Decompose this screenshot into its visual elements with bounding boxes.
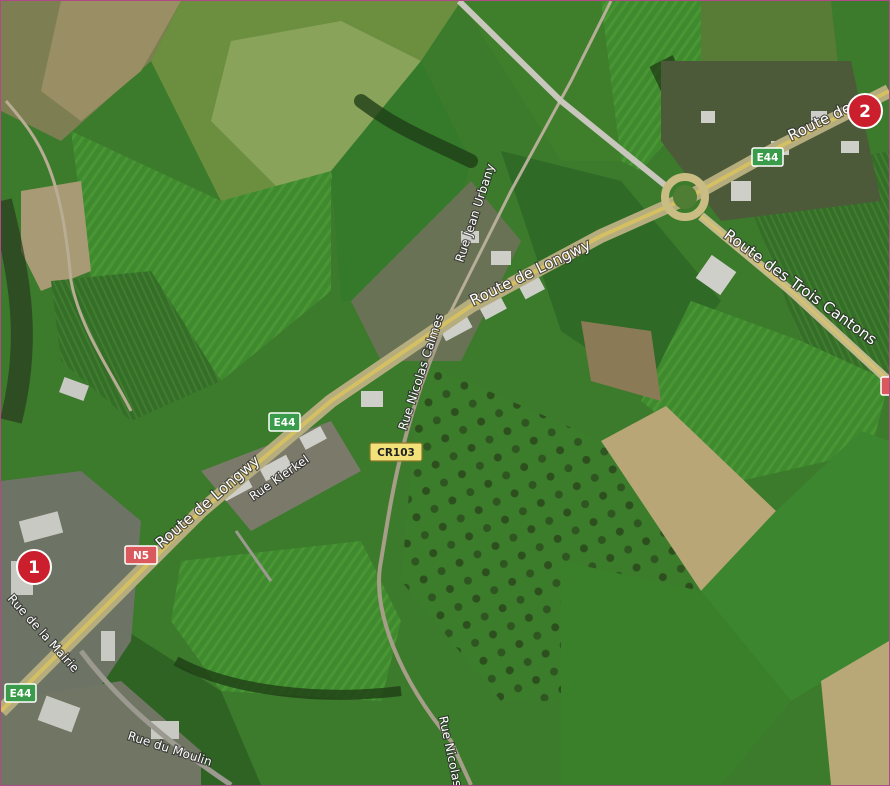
tree-line-4: [1, 198, 33, 424]
village-buildings: [11, 377, 179, 739]
field-bottom-center: [561, 561, 791, 785]
minor-road-left: [4, 100, 133, 412]
roundabout: [661, 173, 709, 221]
shield-e44-mid: E44: [268, 412, 301, 432]
housing-strip-1: [201, 421, 361, 531]
map-marker-2[interactable]: 2: [847, 93, 883, 129]
shield-e44-top: E44: [751, 147, 784, 167]
minor-road-moulin: [79, 649, 233, 785]
tree-line-1: [354, 94, 478, 168]
field-tan-corner: [821, 641, 889, 785]
minor-road-calmes: [377, 310, 473, 785]
svg-text:E44: E44: [10, 688, 32, 700]
minor-road-urbany: [449, 1, 613, 312]
field-striped-left: [71, 131, 331, 381]
svg-text:E44: E44: [757, 152, 779, 164]
svg-text:1: 1: [28, 558, 40, 578]
road-northwest-branch: [456, 1, 668, 189]
svg-text:2: 2: [859, 102, 871, 122]
shield-e44-left: E44: [4, 683, 37, 703]
tree-line-2: [173, 656, 402, 700]
shield-n-edge: [880, 376, 889, 396]
field-center: [501, 151, 721, 391]
map-marker-1[interactable]: 1: [16, 549, 52, 585]
field-bare-left: [21, 181, 91, 291]
shield-cr103: CR103: [369, 442, 423, 462]
field-lower-right: [701, 431, 889, 701]
field-plowed: [41, 1, 181, 121]
field-bottom-left: [171, 541, 401, 701]
field-small-bare: [581, 321, 661, 401]
minor-road-kierkel: [234, 530, 273, 582]
field-hatched: [51, 271, 221, 421]
field-tan: [601, 406, 776, 591]
field-right-mid: [641, 301, 889, 481]
houses: [219, 111, 859, 502]
svg-text:N5: N5: [133, 550, 149, 562]
svg-text:E44: E44: [274, 417, 296, 429]
housing-strip-2: [351, 181, 521, 361]
svg-text:CR103: CR103: [377, 447, 415, 459]
shield-n5: N5: [124, 545, 158, 565]
